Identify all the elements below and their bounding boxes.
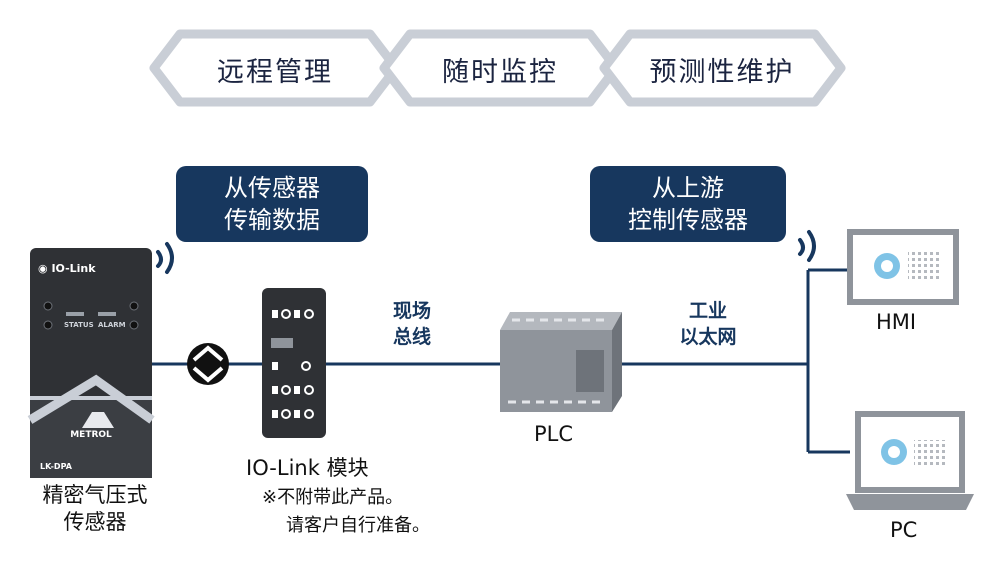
bubble-sensor-data-line1: 从传感器 [224, 174, 320, 202]
sensor-maker: METROL [70, 430, 112, 440]
bubble-upstream-control-line1: 从上游 [652, 174, 724, 202]
chevron-predictive-maintenance [599, 29, 846, 107]
sensor-status-label: STATUS [64, 321, 94, 329]
ethernet-label-line1: 工业 [688, 300, 727, 322]
sensor-caption: 精密气压式 传感器 [20, 482, 170, 536]
plc-label: PLC [534, 422, 574, 446]
step-label-monitoring: 随时监控 [442, 57, 558, 88]
hmi-label: HMI [876, 310, 917, 334]
step-label-predictive-maintenance: 预测性维护 [649, 57, 795, 88]
module-note-line1: ※不附带此产品。 [262, 487, 404, 508]
bubble-sensor-data-line2: 传输数据 [224, 206, 320, 234]
pressure-sensor-device [27, 248, 155, 478]
bubble-upstream-control: 从上游 控制传感器 [590, 166, 786, 242]
step-label-remote-management: 远程管理 [217, 57, 333, 88]
plc-device [500, 312, 622, 412]
wireless-right-icon [798, 230, 816, 262]
bubble-sensor-data: 从传感器 传输数据 [176, 166, 368, 242]
pc-label: PC [890, 518, 918, 542]
ethernet-label-line2: 以太网 [679, 326, 737, 348]
hmi-device [847, 229, 959, 305]
sensor-io-link-logo: ◉ IO-Link [38, 262, 96, 275]
fieldbus-label-line2: 总线 [392, 326, 431, 348]
chevron-monitoring [379, 29, 621, 107]
module-note-line2: 请客户自行准备。 [286, 515, 430, 536]
module-caption: IO-Link 模块 [246, 456, 369, 480]
io-link-module-device [262, 288, 326, 438]
fieldbus-label: 现场 总线 [380, 298, 444, 350]
bubble-upstream-control-line2: 控制传感器 [628, 206, 748, 234]
chevron-remote-management [149, 29, 401, 107]
wireless-left-icon [156, 242, 174, 274]
io-link-logo-icon: ◉ [38, 262, 52, 275]
sensor-model: LK-DPA [40, 462, 72, 471]
ethernet-label: 工业 以太网 [668, 298, 748, 350]
module-note: ※不附带此产品。 请客户自行准备。 [262, 484, 430, 540]
pc-device [846, 411, 974, 510]
sensor-caption-line1: 精密气压式 [42, 483, 148, 507]
sensor-alarm-label: ALARM [98, 321, 126, 329]
sensor-logo-text: IO-Link [51, 262, 96, 275]
fieldbus-label-line1: 现场 [392, 300, 431, 322]
sensor-caption-line2: 传感器 [63, 510, 127, 534]
io-link-connector-icon [187, 343, 229, 385]
